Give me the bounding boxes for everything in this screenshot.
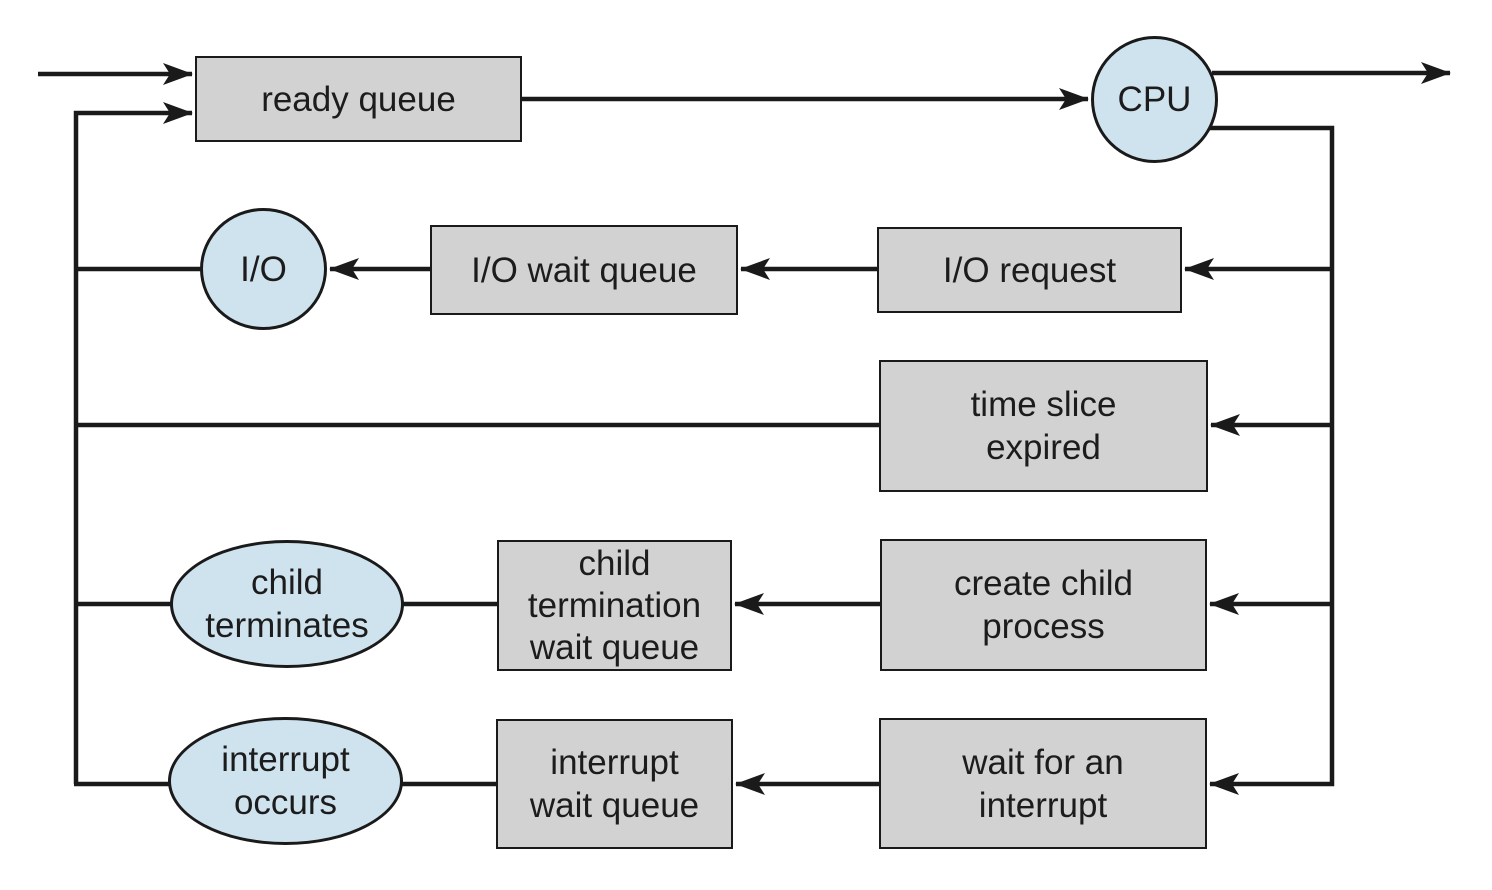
node-label: CPU bbox=[1117, 80, 1192, 119]
node-time-slice-expired: time slice expired bbox=[879, 360, 1208, 492]
node-label: occurs bbox=[233, 783, 338, 822]
node-child-termination-wait-queue: child termination wait queue bbox=[497, 540, 732, 671]
node-io-request: I/O request bbox=[877, 227, 1182, 313]
node-label: expired bbox=[986, 428, 1101, 467]
node-create-child-process: create child process bbox=[880, 539, 1207, 671]
node-label: termination bbox=[527, 585, 702, 625]
node-label: time slice bbox=[970, 385, 1117, 424]
node-child-terminates: child terminates bbox=[170, 540, 404, 668]
node-label: I/O bbox=[240, 249, 287, 289]
node-label: create child bbox=[954, 564, 1133, 603]
node-io-wait-queue: I/O wait queue bbox=[430, 225, 738, 315]
node-label: I/O wait queue bbox=[471, 250, 697, 290]
node-label: wait queue bbox=[529, 786, 700, 825]
connector-left-feedback bbox=[73, 102, 193, 784]
node-label: terminates bbox=[205, 606, 369, 645]
node-label: interrupt bbox=[550, 743, 679, 782]
node-label: wait for an bbox=[962, 742, 1124, 782]
node-ready-queue: ready queue bbox=[195, 56, 522, 142]
node-label: interrupt bbox=[221, 740, 350, 779]
node-label: ready queue bbox=[261, 79, 456, 119]
node-label: process bbox=[982, 607, 1105, 646]
node-wait-for-an-interrupt: wait for an interrupt bbox=[879, 718, 1207, 849]
node-label: I/O request bbox=[942, 250, 1117, 290]
node-label: interrupt bbox=[978, 785, 1108, 825]
node-interrupt-wait-queue: interrupt wait queue bbox=[496, 719, 733, 849]
connector-cpu-dispatch-trunk bbox=[1209, 125, 1335, 795]
node-cpu: CPU bbox=[1091, 36, 1218, 163]
node-label: child bbox=[578, 543, 651, 583]
node-label: wait queue bbox=[529, 627, 700, 667]
node-interrupt-occurs: interrupt occurs bbox=[168, 717, 403, 845]
node-label: child bbox=[251, 563, 323, 602]
node-io: I/O bbox=[200, 208, 327, 330]
